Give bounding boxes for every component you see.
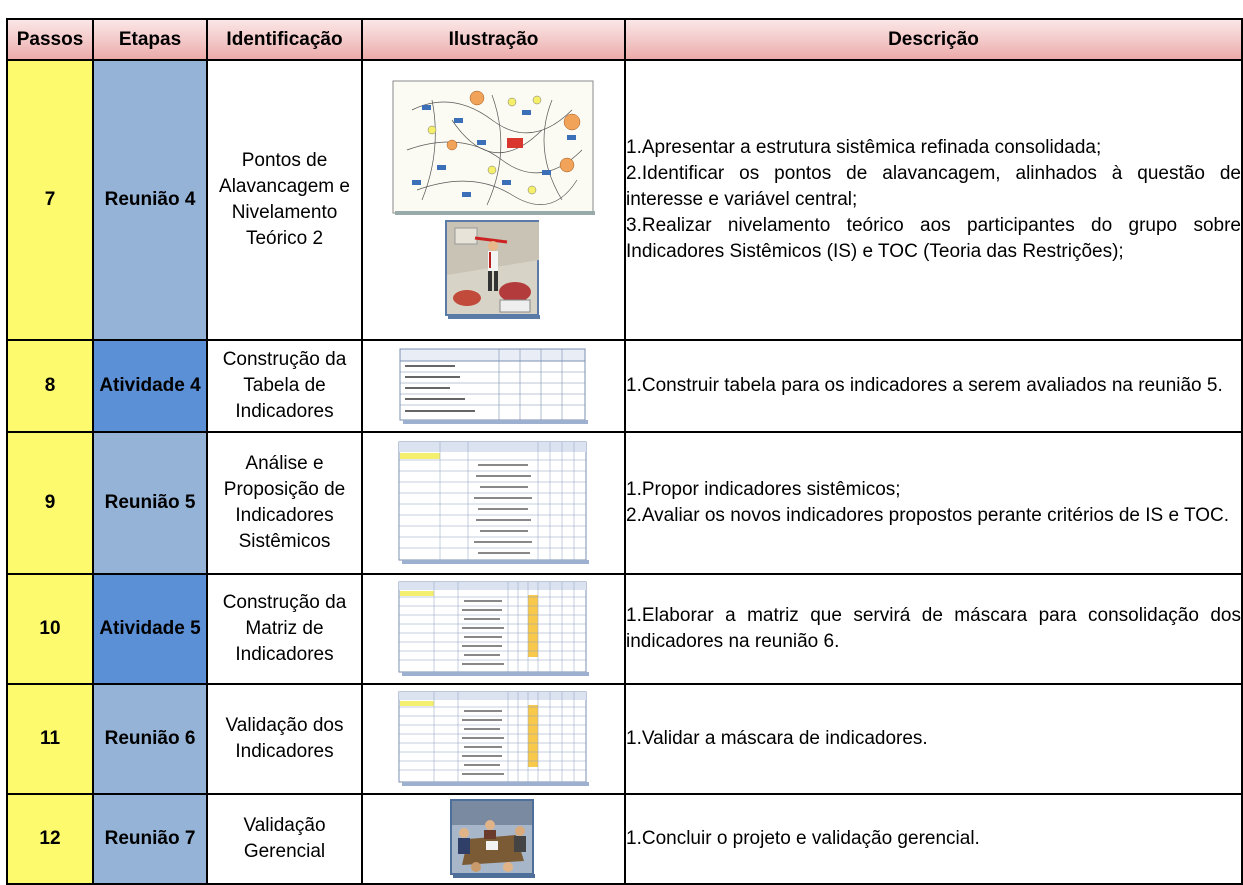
passo-cell: 8 <box>6 339 94 433</box>
etapa-cell: Atividade 5 <box>92 573 208 685</box>
systemic-map-thumbnail <box>392 80 595 215</box>
table-row: 11 Reunião 6 Validação dos Indicadores <box>6 683 1243 795</box>
indicator-matrix-thumbnail <box>398 691 589 786</box>
identificacao-cell: Análise e Proposição de Indicadores Sist… <box>206 431 363 575</box>
identificacao-cell: Validação Gerencial <box>206 793 363 885</box>
table-row: 8 Atividade 4 Construção da Tabela de In… <box>6 339 1243 433</box>
identificacao-line: Teórico 2 <box>245 228 324 249</box>
etapa-cell: Reunião 7 <box>92 793 208 885</box>
presenter-clipart <box>444 220 540 319</box>
passo-cell: 11 <box>6 683 94 795</box>
descricao-cell: 1.Propor indicadores sistêmicos; 2.Avali… <box>624 431 1243 575</box>
etapa-cell: Reunião 6 <box>92 683 208 795</box>
identificacao-line: Construção da <box>222 349 347 370</box>
descricao-line: 1.Construir tabela para os indicadores a… <box>626 375 1223 396</box>
descricao-line: 1.Elaborar a matriz que servirá de másca… <box>626 605 1241 652</box>
header-row: Passos Etapas Identificação Ilustração D… <box>6 18 1243 61</box>
descricao-line: 1.Apresentar a estrutura sistêmica refin… <box>626 137 1102 158</box>
identificacao-line: Sistêmicos <box>238 531 331 552</box>
process-steps-table: Passos Etapas Identificação Ilustração D… <box>6 18 1243 885</box>
ilustracao-cell <box>361 431 626 575</box>
header-identificacao: Identificação <box>206 18 363 61</box>
identificacao-line: Indicadores <box>235 644 334 665</box>
header-descricao: Descrição <box>624 18 1243 61</box>
passo-cell: 7 <box>6 59 94 341</box>
ilustracao-cell <box>361 683 626 795</box>
descricao-line: 3.Realizar nivelamento teórico aos parti… <box>626 215 1241 262</box>
descricao-cell: 1.Construir tabela para os indicadores a… <box>624 339 1243 433</box>
etapa-cell: Reunião 5 <box>92 431 208 575</box>
descricao-cell: 1.Elaborar a matriz que servirá de másca… <box>624 573 1243 685</box>
ilustracao-cell <box>361 793 626 885</box>
meeting-clipart <box>449 799 535 878</box>
indicator-table-thumbnail <box>399 348 588 424</box>
etapa-cell: Atividade 4 <box>92 339 208 433</box>
descricao-line: 1.Validar a máscara de indicadores. <box>626 728 928 749</box>
ilustracao-cell <box>361 573 626 685</box>
identificacao-line: Indicadores <box>235 401 334 422</box>
passo-cell: 9 <box>6 431 94 575</box>
identificacao-line: Construção da <box>222 592 347 613</box>
identificacao-line: Indicadores <box>235 505 334 526</box>
header-passos: Passos <box>6 18 94 61</box>
table-row: 7 Reunião 4 Pontos de Alavancagem e Nive… <box>6 59 1243 341</box>
ilustracao-cell <box>361 339 626 433</box>
passo-cell: 10 <box>6 573 94 685</box>
indicator-matrix-thumbnail <box>398 581 589 676</box>
identificacao-line: Validação <box>243 815 326 836</box>
descricao-line: 2.Avaliar os novos indicadores propostos… <box>626 505 1230 526</box>
table-row: 12 Reunião 7 Validação Gerencial <box>6 793 1243 885</box>
ilustracao-cell <box>361 59 626 341</box>
identificacao-cell: Pontos de Alavancagem e Nivelamento Teór… <box>206 59 363 341</box>
identificacao-line: Indicadores <box>235 741 334 762</box>
identificacao-line: Análise e <box>245 453 324 474</box>
header-ilustracao: Ilustração <box>361 18 626 61</box>
identificacao-line: Gerencial <box>243 841 326 862</box>
descricao-cell: 1.Validar a máscara de indicadores. <box>624 683 1243 795</box>
descricao-cell: 1.Concluir o projeto e validação gerenci… <box>624 793 1243 885</box>
passo-cell: 12 <box>6 793 94 885</box>
identificacao-line: Matriz de <box>245 618 324 639</box>
identificacao-line: Alavancagem e <box>219 176 350 197</box>
table-row: 10 Atividade 5 Construção da Matriz de I… <box>6 573 1243 685</box>
identificacao-line: Validação dos <box>225 715 344 736</box>
identificacao-line: Nivelamento <box>231 202 338 223</box>
identificacao-cell: Construção da Matriz de Indicadores <box>206 573 363 685</box>
identificacao-line: Proposição de <box>223 479 346 500</box>
header-etapas: Etapas <box>92 18 208 61</box>
descricao-line: 1.Concluir o projeto e validação gerenci… <box>626 828 980 849</box>
descricao-line: 1.Propor indicadores sistêmicos; <box>626 479 901 500</box>
identificacao-line: Pontos de <box>241 150 328 171</box>
table-row: 9 Reunião 5 Análise e Proposição de Indi… <box>6 431 1243 575</box>
descricao-cell: 1.Apresentar a estrutura sistêmica refin… <box>624 59 1243 341</box>
indicator-proposal-thumbnail <box>398 441 589 564</box>
identificacao-line: Tabela de <box>243 375 326 396</box>
etapa-cell: Reunião 4 <box>92 59 208 341</box>
identificacao-cell: Validação dos Indicadores <box>206 683 363 795</box>
identificacao-cell: Construção da Tabela de Indicadores <box>206 339 363 433</box>
descricao-line: 2.Identificar os pontos de alavancagem, … <box>626 163 1241 210</box>
